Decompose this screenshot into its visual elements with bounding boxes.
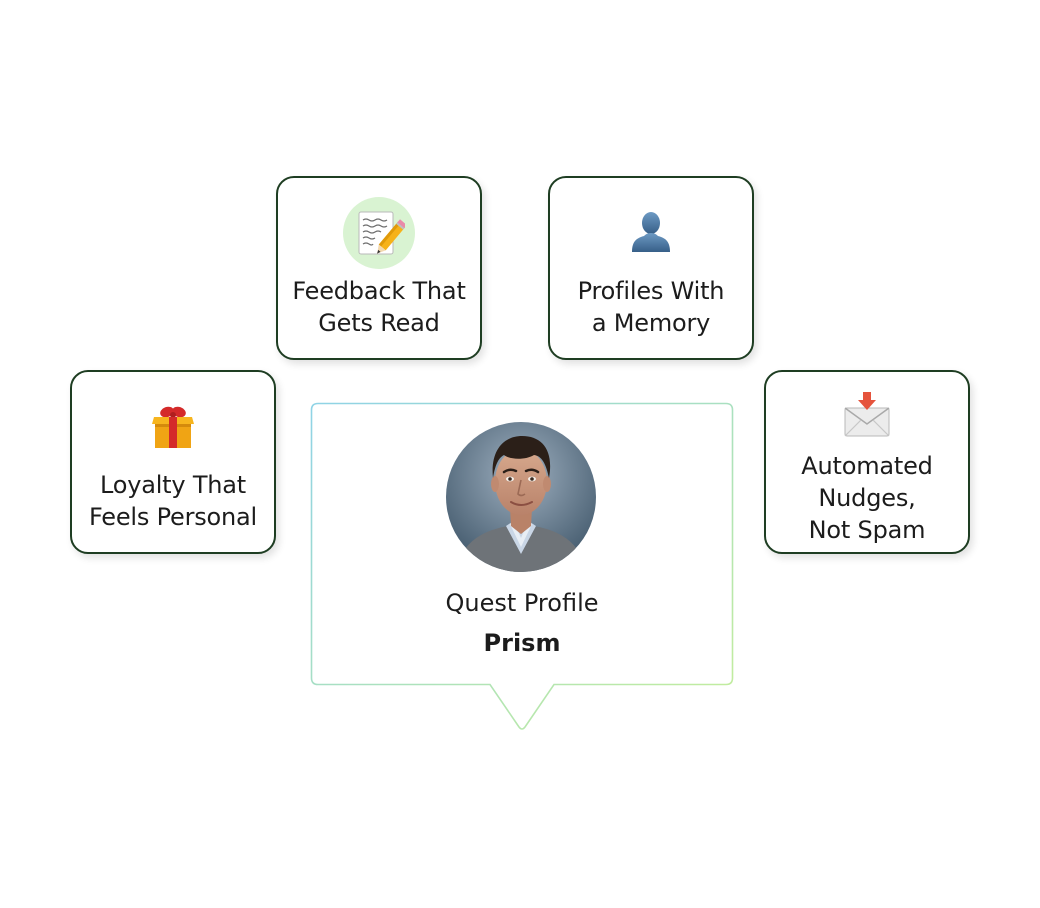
card-label: Feedback That Gets Read: [292, 277, 466, 337]
card-profiles[interactable]: Profiles With a Memory: [548, 176, 754, 360]
profile-callout: Quest Profile Prism: [310, 402, 734, 732]
gift-icon: [137, 391, 209, 463]
card-nudges[interactable]: Automated Nudges, Not Spam: [764, 370, 970, 554]
card-label: Automated Nudges, Not Spam: [801, 452, 933, 544]
avatar: [446, 422, 596, 572]
card-label: Profiles With a Memory: [577, 277, 725, 337]
card-feedback[interactable]: Feedback That Gets Read: [276, 176, 482, 360]
incoming-envelope-icon: [831, 378, 903, 450]
card-loyalty[interactable]: Loyalty That Feels Personal: [70, 370, 276, 554]
memo-pencil-icon: [343, 197, 415, 269]
profile-subtitle: Prism: [483, 629, 561, 657]
profile-title: Quest Profile: [445, 589, 599, 617]
user-silhouette-icon: [615, 197, 687, 269]
card-label: Loyalty That Feels Personal: [88, 471, 258, 531]
